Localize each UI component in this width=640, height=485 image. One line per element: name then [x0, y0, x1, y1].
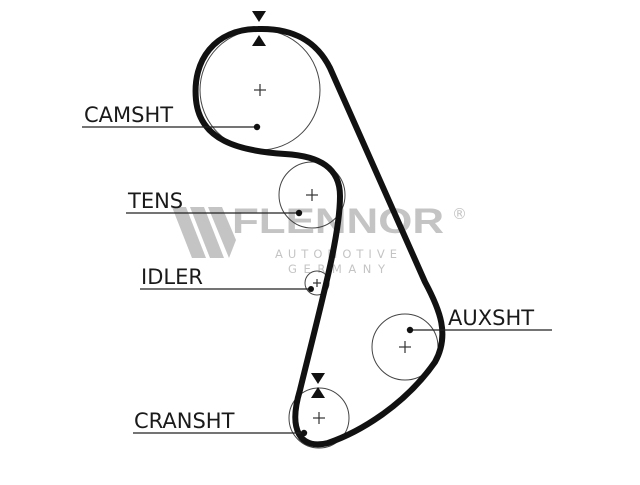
crankshaft-center-plus-icon: [313, 412, 325, 424]
crankshaft-pulley: [288, 387, 350, 449]
idler-label: IDLER: [141, 265, 203, 289]
timing-belt: [192, 25, 446, 448]
camshaft-dot: [253, 123, 261, 131]
crankshaft-label: CRANSHT: [134, 409, 235, 433]
aux-shaft-center-plus-icon: [399, 341, 411, 353]
aux-shaft-dot: [406, 326, 414, 334]
aux-shaft-label: AUXSHT: [448, 306, 534, 330]
flennor-logo-icon: [172, 207, 236, 258]
watermark-line-1: AUTOMOTIVE: [275, 247, 400, 261]
tensioner-label: TENS: [127, 189, 183, 213]
camshaft-label: CAMSHT: [84, 103, 173, 127]
tensioner-center-plus-icon: [306, 189, 318, 201]
idler-center-plus-icon: [313, 279, 321, 287]
idler-dot: [308, 286, 314, 292]
camshaft-timing-mark-icon: [252, 11, 266, 46]
camshaft-center-plus-icon: [254, 84, 266, 96]
tensioner-dot: [295, 209, 303, 217]
watermark-line-2: GERMANY: [288, 262, 388, 276]
crankshaft-dot: [300, 429, 308, 437]
registered-mark: ®: [452, 205, 467, 223]
tensioner-pulley: [278, 161, 346, 229]
crankshaft-timing-mark-icon: [311, 373, 325, 398]
